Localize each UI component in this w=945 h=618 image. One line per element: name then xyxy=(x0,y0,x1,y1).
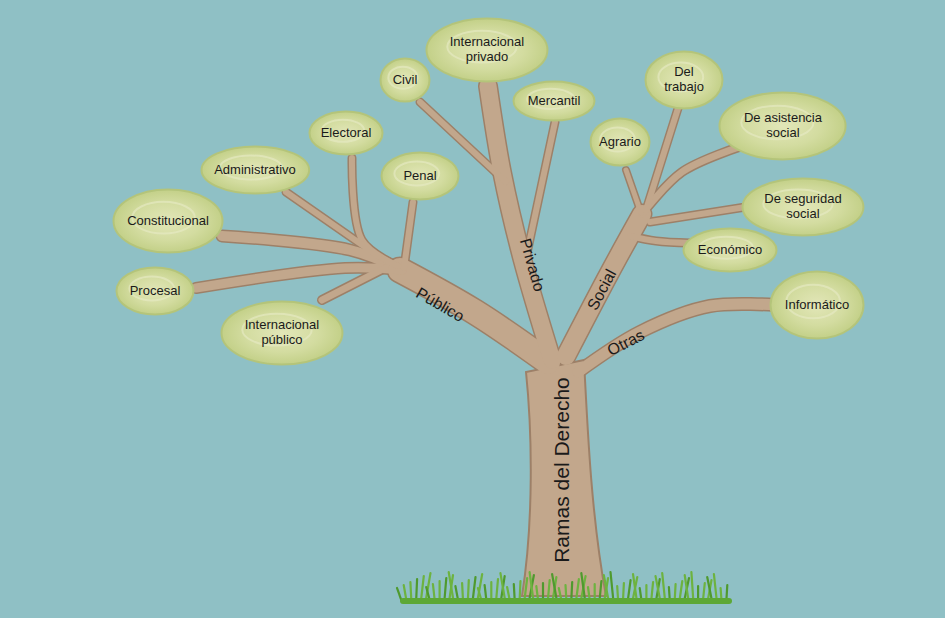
leaf-ellipse xyxy=(117,268,194,315)
leaf-ellipse xyxy=(114,190,223,253)
branch-leaf: Económico xyxy=(682,227,778,273)
grass-blade xyxy=(662,573,665,602)
grass-blade xyxy=(500,573,505,602)
branch-leaf: Internacional privado xyxy=(425,17,549,83)
branch-leaf: Civil xyxy=(379,57,431,103)
tree-branch xyxy=(626,170,641,213)
tree-branch xyxy=(650,206,752,222)
grass-ground xyxy=(400,598,732,604)
leaf-label: Del trabajo xyxy=(658,65,710,95)
branch-leaf: De seguridad social xyxy=(741,177,865,237)
branch-leaf: Internacional público xyxy=(220,300,344,366)
branch-leaf: Informático xyxy=(769,270,865,340)
leaf-label: Electoral xyxy=(321,126,372,141)
branch-outline xyxy=(650,206,752,222)
leaf-label: Civil xyxy=(393,73,418,88)
leaf-ellipse xyxy=(381,59,430,102)
tree-branch xyxy=(322,268,385,300)
grass-blade xyxy=(449,572,454,602)
branch-leaf: De asistencia social xyxy=(718,91,847,161)
leaf-label: De seguridad social xyxy=(757,192,849,222)
leaf-ellipse xyxy=(591,119,650,166)
grass-blade xyxy=(530,572,534,602)
branch-outline xyxy=(630,236,690,243)
grass-blade xyxy=(426,573,431,602)
leaf-ellipse xyxy=(310,112,383,155)
leaf-ellipse xyxy=(720,93,846,160)
leaf-ellipse xyxy=(743,179,864,236)
leaf-label: De asistencia social xyxy=(735,111,831,141)
branch-label: Otras xyxy=(604,326,647,360)
leaf-label: Informático xyxy=(785,298,849,313)
leaf-texture xyxy=(388,67,417,89)
leaf-ellipse xyxy=(382,153,459,200)
tree-branch xyxy=(286,192,378,256)
grass-blade xyxy=(714,574,717,602)
leaf-ellipse xyxy=(684,229,777,272)
tree-branch xyxy=(578,304,775,372)
grass-blade xyxy=(477,574,482,602)
leaf-label: Internacional público xyxy=(236,318,328,348)
leaf-ellipse xyxy=(646,52,723,109)
branch-leaf: Agrario xyxy=(589,117,651,167)
grass-blade xyxy=(691,572,693,602)
branch-leaf: Mercantil xyxy=(512,80,596,122)
branch-leaf: Constitucional xyxy=(112,188,224,254)
trunk-label: Ramas del Derecho xyxy=(550,377,574,563)
grass-blade xyxy=(611,572,614,602)
tree-branch xyxy=(646,102,680,210)
tree-branch xyxy=(488,86,552,360)
leaf-label: Económico xyxy=(698,243,762,258)
tree-branch xyxy=(404,202,413,268)
branch-outline xyxy=(626,170,641,213)
leaf-label: Agrario xyxy=(599,135,641,150)
leaf-ellipse xyxy=(427,19,548,82)
grass-blade xyxy=(581,573,585,602)
branch-outline xyxy=(404,202,413,268)
branch-leaf: Administrativo xyxy=(200,145,311,195)
leaf-label: Mercantil xyxy=(528,94,581,109)
leaf-label: Internacional privado xyxy=(441,35,533,65)
leaf-texture xyxy=(394,162,439,186)
leaf-label: Administrativo xyxy=(214,163,296,178)
branch-leaf: Penal xyxy=(380,151,460,201)
branch-leaf: Procesal xyxy=(115,266,195,316)
grass-blade xyxy=(552,574,557,602)
grass-blade xyxy=(604,575,609,602)
leaf-label: Penal xyxy=(403,169,436,184)
grass-blade xyxy=(633,574,637,602)
branch-leaf: Electoral xyxy=(308,110,384,156)
leaf-label: Constitucional xyxy=(127,214,209,229)
leaf-ellipse xyxy=(201,147,309,194)
tree-branch xyxy=(630,236,690,243)
leaf-ellipse xyxy=(514,82,595,121)
leaf-ellipse xyxy=(771,272,864,339)
branch-outline xyxy=(578,304,775,372)
leaf-ellipse xyxy=(222,302,343,365)
leaf-label: Procesal xyxy=(130,284,181,299)
branch-leaf: Del trabajo xyxy=(644,50,724,110)
tree-trunk xyxy=(522,360,606,596)
grass-blade xyxy=(685,575,689,602)
